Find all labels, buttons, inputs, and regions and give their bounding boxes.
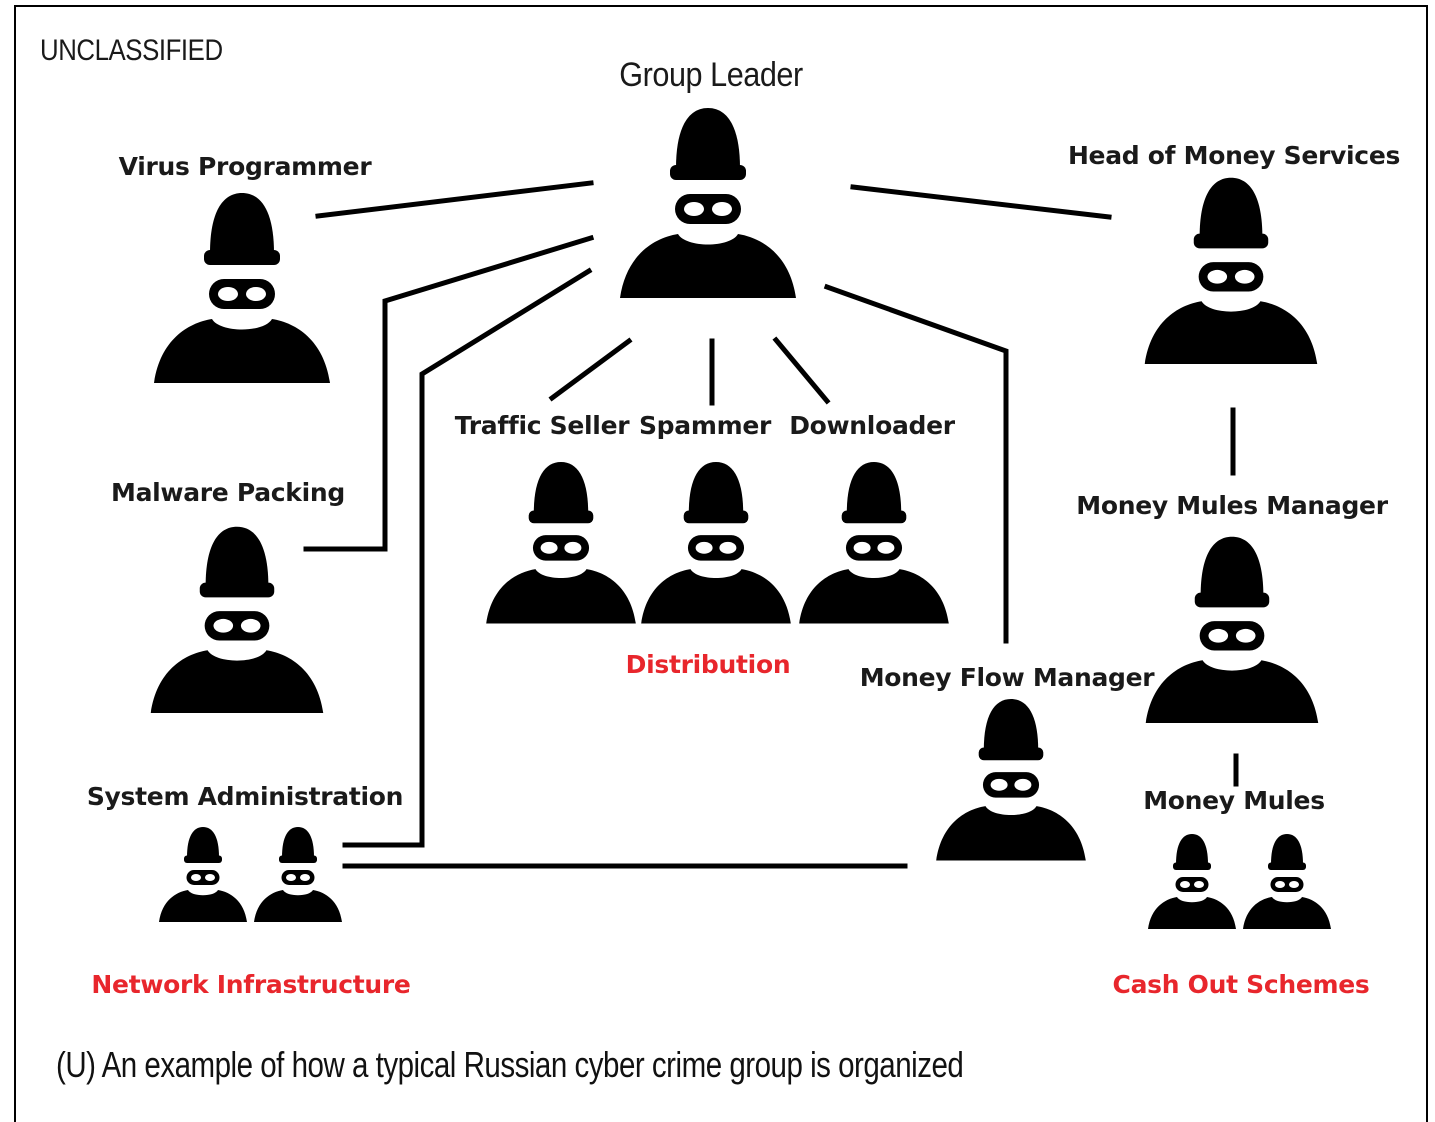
role-label-downloader: Downloader — [789, 411, 955, 440]
connector-leader-traffic-seller — [548, 337, 633, 402]
virus-programmer-thief-icon — [154, 193, 330, 383]
downloader-thief-icon — [799, 462, 949, 624]
diagram-frame — [14, 5, 1428, 1122]
group-label-cash-out-schemes: Cash Out Schemes — [1112, 970, 1370, 999]
role-label-traffic-seller: Traffic Seller — [454, 411, 630, 440]
money-mule-2-thief-icon — [1243, 834, 1331, 929]
connector-leader-system-admin — [342, 267, 593, 848]
classification-marking: UNCLASSIFIED — [40, 34, 223, 67]
connectors — [303, 180, 1239, 869]
group-label-network-infrastructure: Network Infrastructure — [91, 970, 411, 999]
group-label-distribution: Distribution — [625, 650, 791, 679]
role-label-money-flow-manager: Money Flow Manager — [859, 663, 1155, 692]
connector-leader-money-flow — [823, 283, 1009, 644]
role-label-malware-packing: Malware Packing — [110, 478, 346, 507]
malware-packing-thief-icon — [150, 526, 324, 713]
connector-leader-malware-packing — [303, 234, 595, 552]
role-label-head-money-services: Head of Money Services — [1067, 141, 1401, 170]
sysadmin-1-thief-icon — [159, 827, 247, 922]
group-leader-thief-icon — [620, 108, 796, 298]
role-label-virus-programmer: Virus Programmer — [118, 152, 372, 181]
role-label-money-mules: Money Mules — [1143, 786, 1325, 815]
head-money-thief-icon — [1144, 177, 1318, 364]
traffic-seller-thief-icon — [486, 462, 636, 624]
role-label-money-mules-manager: Money Mules Manager — [1076, 491, 1388, 520]
connector-leader-virus-programmer — [315, 180, 594, 219]
connector-leader-downloader — [772, 336, 831, 405]
connector-leader-head-money — [850, 184, 1112, 220]
role-label-system-administration: System Administration — [86, 782, 404, 811]
money-mule-1-thief-icon — [1148, 834, 1236, 929]
role-label-group-leader: Group Leader — [619, 56, 803, 94]
sysadmin-2-thief-icon — [254, 827, 342, 922]
money-flow-manager-thief-icon — [936, 699, 1086, 861]
role-label-spammer: Spammer — [638, 411, 772, 440]
figure-caption: (U) An example of how a typical Russian … — [56, 1044, 964, 1085]
spammer-thief-icon — [641, 462, 791, 624]
money-mules-manager-thief-icon — [1145, 536, 1319, 723]
